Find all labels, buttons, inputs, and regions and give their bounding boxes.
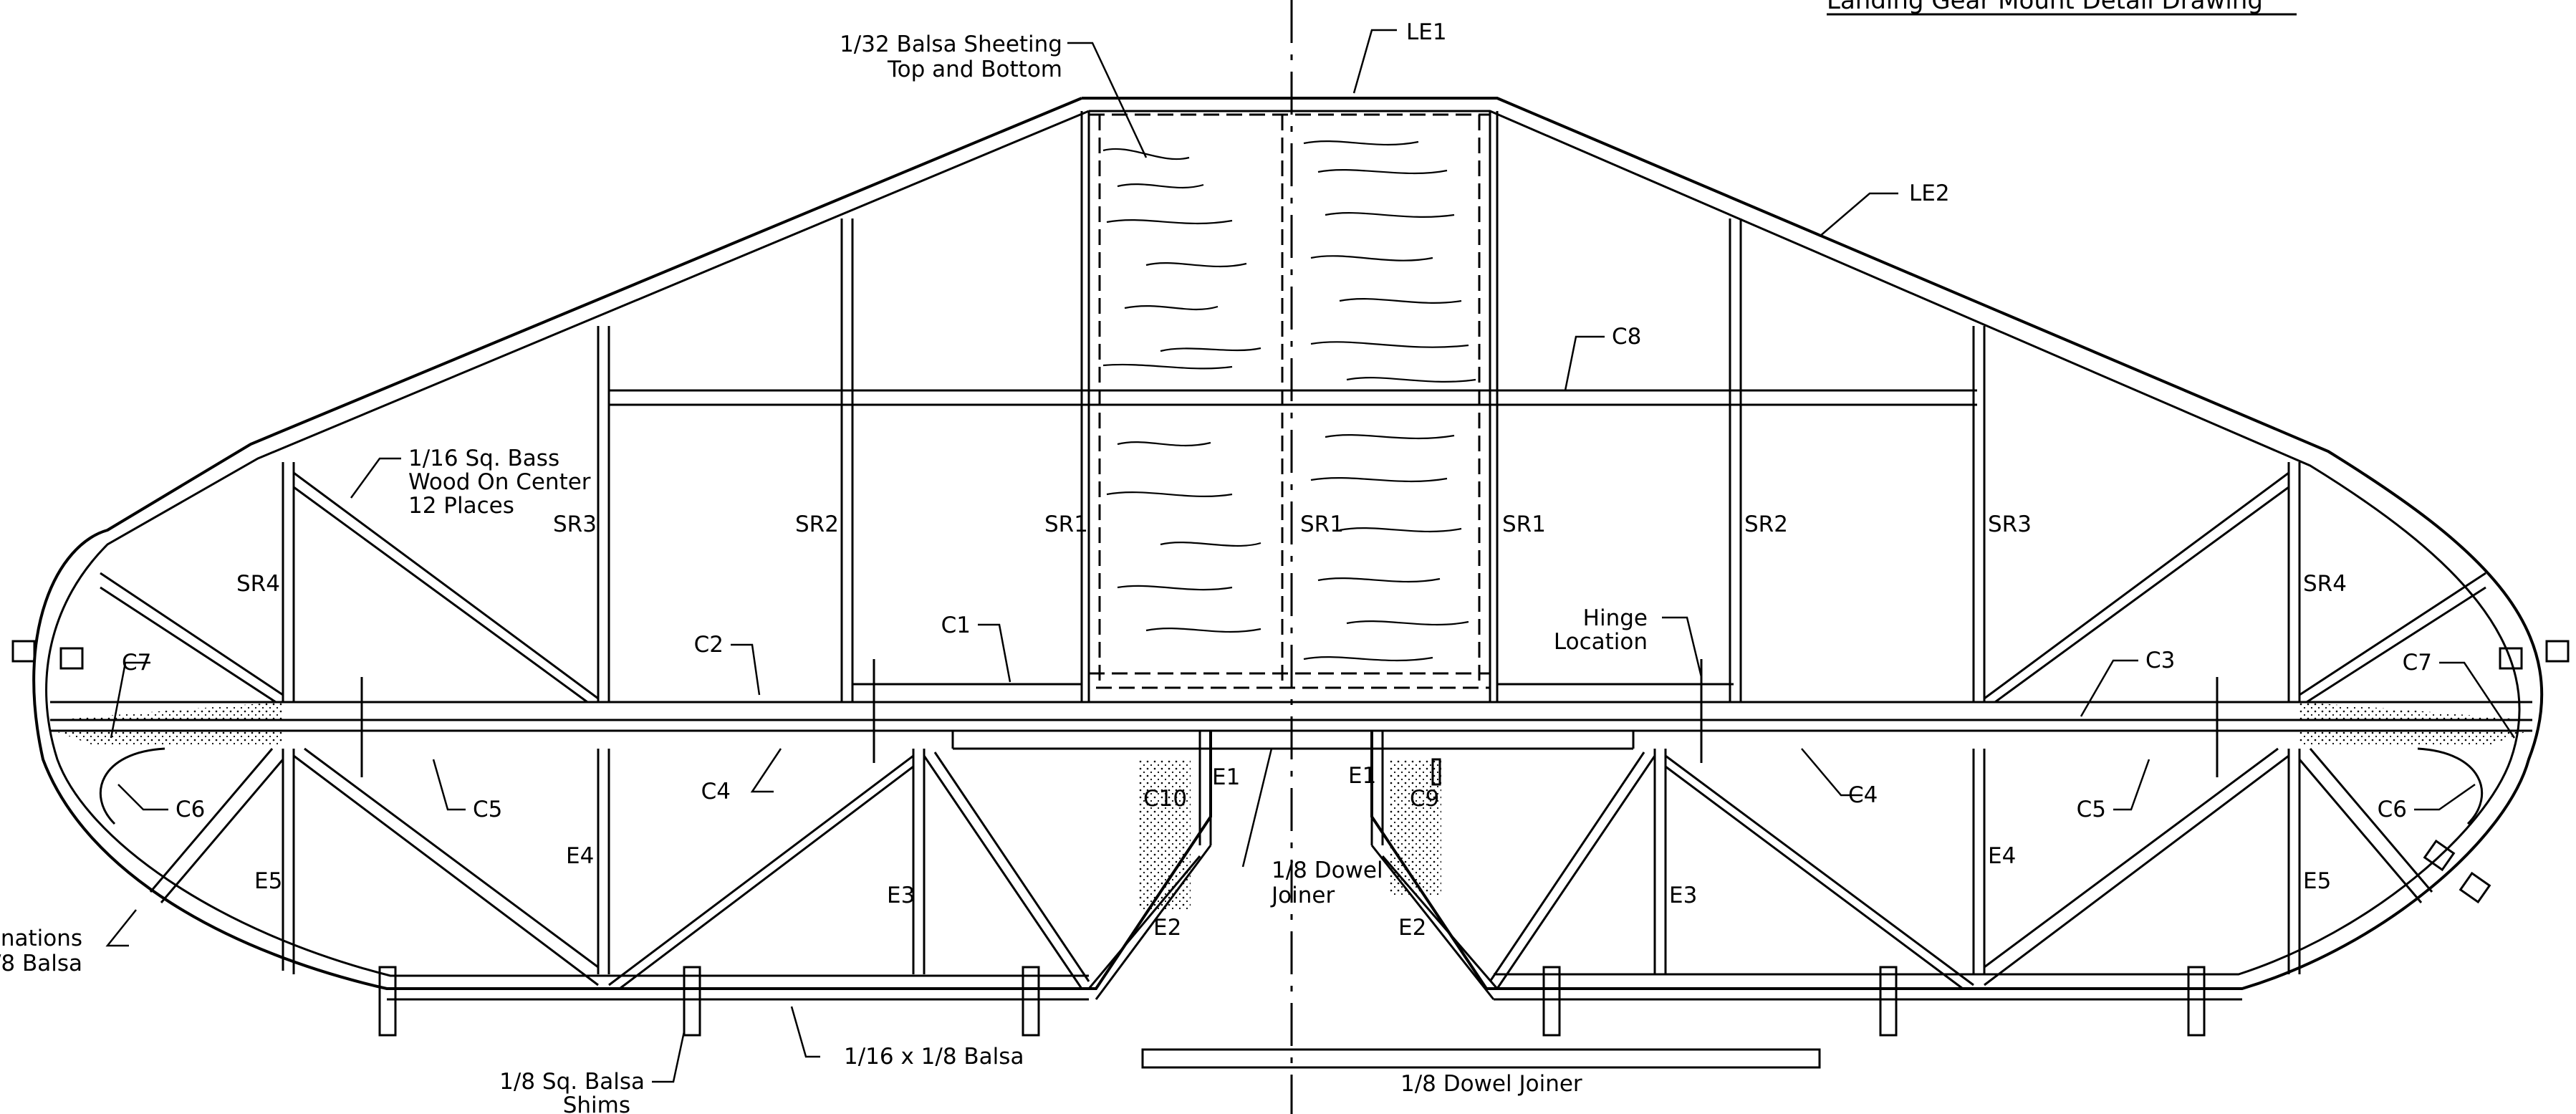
label-dowel-joiner-2: Joiner — [1270, 883, 1335, 908]
label-c7-left: C7 — [122, 650, 151, 676]
label-sheeting-2: Top and Bottom — [887, 57, 1062, 82]
c6-left-arc — [99, 747, 165, 825]
label-c5-left: C5 — [473, 797, 502, 822]
label-sr2-right: SR2 — [1744, 512, 1788, 537]
label-balsa-strip: 1/16 x 1/8 Balsa — [844, 1044, 1024, 1070]
label-e4-right: E4 — [1988, 843, 2016, 869]
horizontal-members — [50, 389, 2532, 750]
label-e3-left: E3 — [887, 883, 915, 908]
label-e4-left: E4 — [566, 843, 594, 869]
label-c3: C3 — [2145, 648, 2175, 673]
label-c10: C10 — [1143, 786, 1187, 812]
label-e5-right: E5 — [2303, 868, 2331, 894]
label-sr1-right: SR1 — [1502, 512, 1546, 537]
label-c2: C2 — [694, 632, 724, 658]
label-laminations-2: /8 Balsa — [0, 951, 82, 976]
diagonal-members — [100, 471, 2486, 990]
station-marks — [360, 659, 2219, 777]
wing-outline — [32, 97, 2544, 1001]
label-e2-left: E2 — [1153, 915, 1181, 941]
label-sr4-left: SR4 — [236, 571, 280, 597]
label-e2-right: E2 — [1398, 915, 1426, 941]
label-sr2-left: SR2 — [795, 512, 839, 537]
label-hinge-1: Hinge — [1583, 605, 1648, 631]
label-c1: C1 — [941, 613, 971, 638]
center-sheeting — [1087, 113, 1491, 689]
shims — [11, 640, 2570, 1037]
label-e1-left: E1 — [1212, 764, 1240, 790]
label-dowel-joiner-bottom: 1/8 Dowel Joiner — [1400, 1071, 1582, 1097]
label-c4-right: C4 — [1848, 782, 1878, 808]
center-joiner-members — [1087, 731, 1499, 1000]
leader-lines — [105, 29, 2516, 1083]
label-bass-2: Wood On Center — [408, 469, 591, 495]
label-le2: LE2 — [1909, 181, 1950, 206]
label-e1-right: E1 — [1348, 763, 1376, 789]
label-bass-1: 1/16 Sq. Bass — [408, 446, 559, 471]
label-sr1-left: SR1 — [1044, 512, 1088, 537]
dowel-joiner-rect — [1141, 1048, 1821, 1069]
label-sheeting-1: 1/32 Balsa Sheeting — [840, 32, 1062, 57]
labels: 1/32 Balsa Sheeting Top and Bottom LE1 L… — [0, 19, 2432, 1114]
label-c6-right: C6 — [2378, 797, 2407, 822]
c6-right-arc — [2417, 747, 2484, 825]
label-shims-2: Shims — [563, 1093, 630, 1114]
label-c4-left: C4 — [701, 779, 731, 805]
label-sr4-right: SR4 — [2303, 571, 2347, 597]
label-e3-right: E3 — [1669, 883, 1697, 908]
label-sr1-center: SR1 — [1300, 512, 1344, 537]
label-dowel-joiner-1: 1/8 Dowel — [1272, 858, 1383, 883]
label-sr3-left: SR3 — [553, 512, 597, 537]
label-bass-3: 12 Places — [408, 493, 514, 519]
label-sr3-right: SR3 — [1988, 512, 2032, 537]
drawing-title: Landing Gear Mount Detail Drawing — [1827, 0, 2263, 15]
label-e5-left: E5 — [254, 868, 282, 894]
label-c9: C9 — [1410, 786, 1439, 812]
label-le1: LE1 — [1406, 19, 1447, 45]
label-c5-right: C5 — [2077, 797, 2106, 822]
label-laminations-1: inations — [0, 926, 82, 951]
label-hinge-2: Location — [1554, 629, 1648, 655]
label-c7-right: C7 — [2403, 650, 2432, 676]
label-c6-left: C6 — [176, 797, 205, 822]
label-c8: C8 — [1612, 324, 1641, 350]
label-shims-1: 1/8 Sq. Balsa — [499, 1069, 645, 1095]
